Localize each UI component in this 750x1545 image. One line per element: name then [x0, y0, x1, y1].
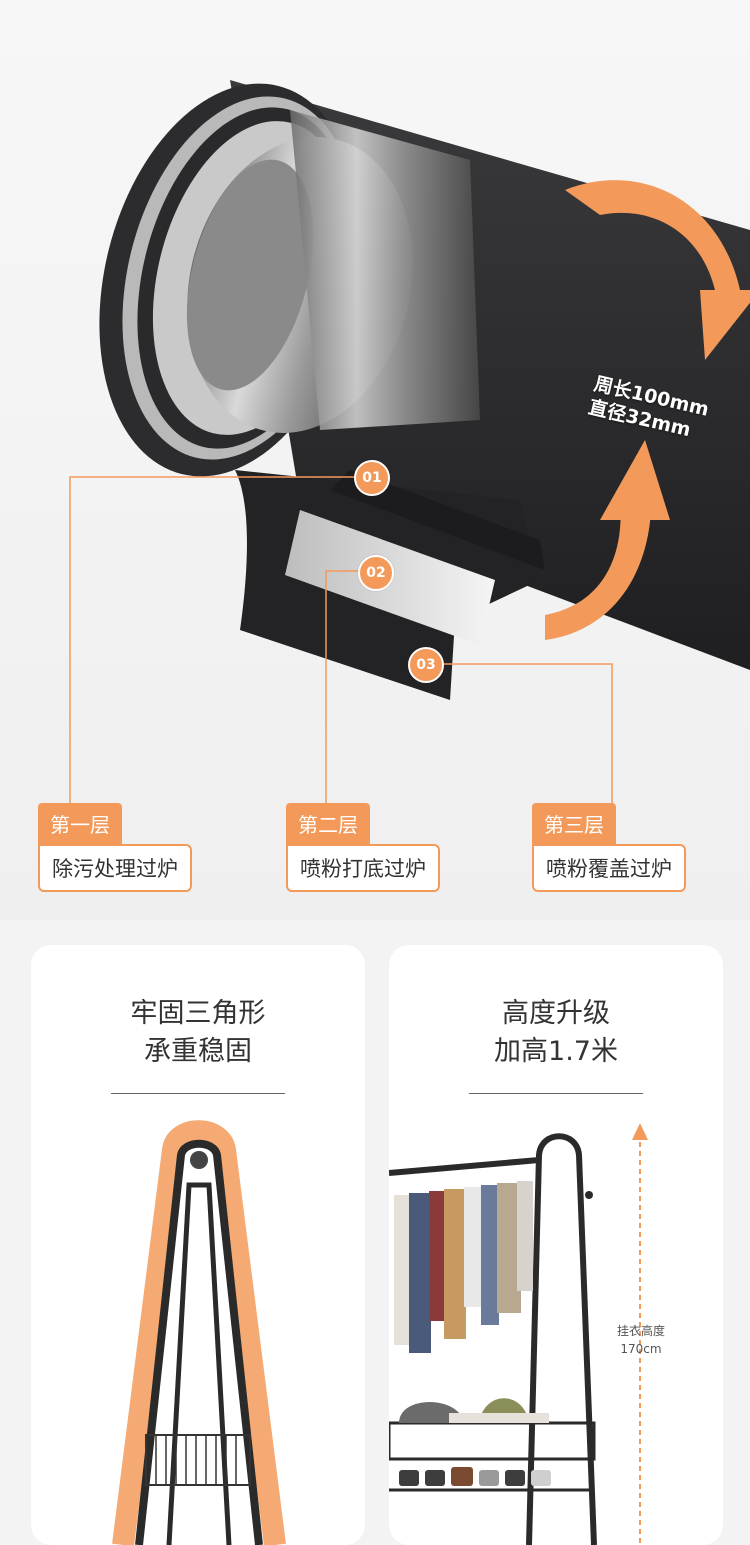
- pipe-section: 01 02 03 周长100mm 直径32mm 第一层 除污处理过炉 第二层 喷…: [0, 0, 750, 920]
- layer-badge-02: 02: [358, 555, 394, 591]
- layer-1-desc: 除污处理过炉: [38, 844, 192, 892]
- height-title-line1: 高度升级: [502, 998, 610, 1029]
- height-divider: [469, 1093, 643, 1094]
- hanging-height-value: 170cm: [620, 1342, 662, 1356]
- stability-card: 牢固三角形 承重稳固: [31, 945, 365, 1545]
- layer-1-callout: 第一层 除污处理过炉: [38, 803, 192, 892]
- layer-2-tag: 第二层: [286, 803, 370, 844]
- clothes-rack-illustration: [389, 1123, 648, 1545]
- stability-title-line1: 牢固三角形: [130, 998, 266, 1029]
- layer-2-callout: 第二层 喷粉打底过炉: [286, 803, 440, 892]
- stability-title-line2: 承重稳固: [144, 1036, 252, 1067]
- a-frame-illustration: [112, 1120, 286, 1545]
- height-title-line2: 加高1.7米: [494, 1036, 618, 1067]
- layer-3-desc: 喷粉覆盖过炉: [532, 844, 686, 892]
- height-card: 高度升级 加高1.7米: [389, 945, 723, 1545]
- layer-1-tag: 第一层: [38, 803, 122, 844]
- hanging-height-label: 挂衣高度 170cm: [606, 1322, 676, 1358]
- height-card-title: 高度升级 加高1.7米: [389, 995, 723, 1071]
- hanging-height-text: 挂衣高度: [616, 1324, 665, 1338]
- layer-badge-01: 01: [354, 460, 390, 496]
- layer-3-callout: 第三层 喷粉覆盖过炉: [532, 803, 686, 892]
- layer-3-tag: 第三层: [532, 803, 616, 844]
- stability-card-title: 牢固三角形 承重稳固: [31, 995, 365, 1071]
- layer-2-desc: 喷粉打底过炉: [286, 844, 440, 892]
- layer-badge-03: 03: [408, 647, 444, 683]
- pipe-illustration: [99, 80, 750, 700]
- stability-divider: [111, 1093, 285, 1094]
